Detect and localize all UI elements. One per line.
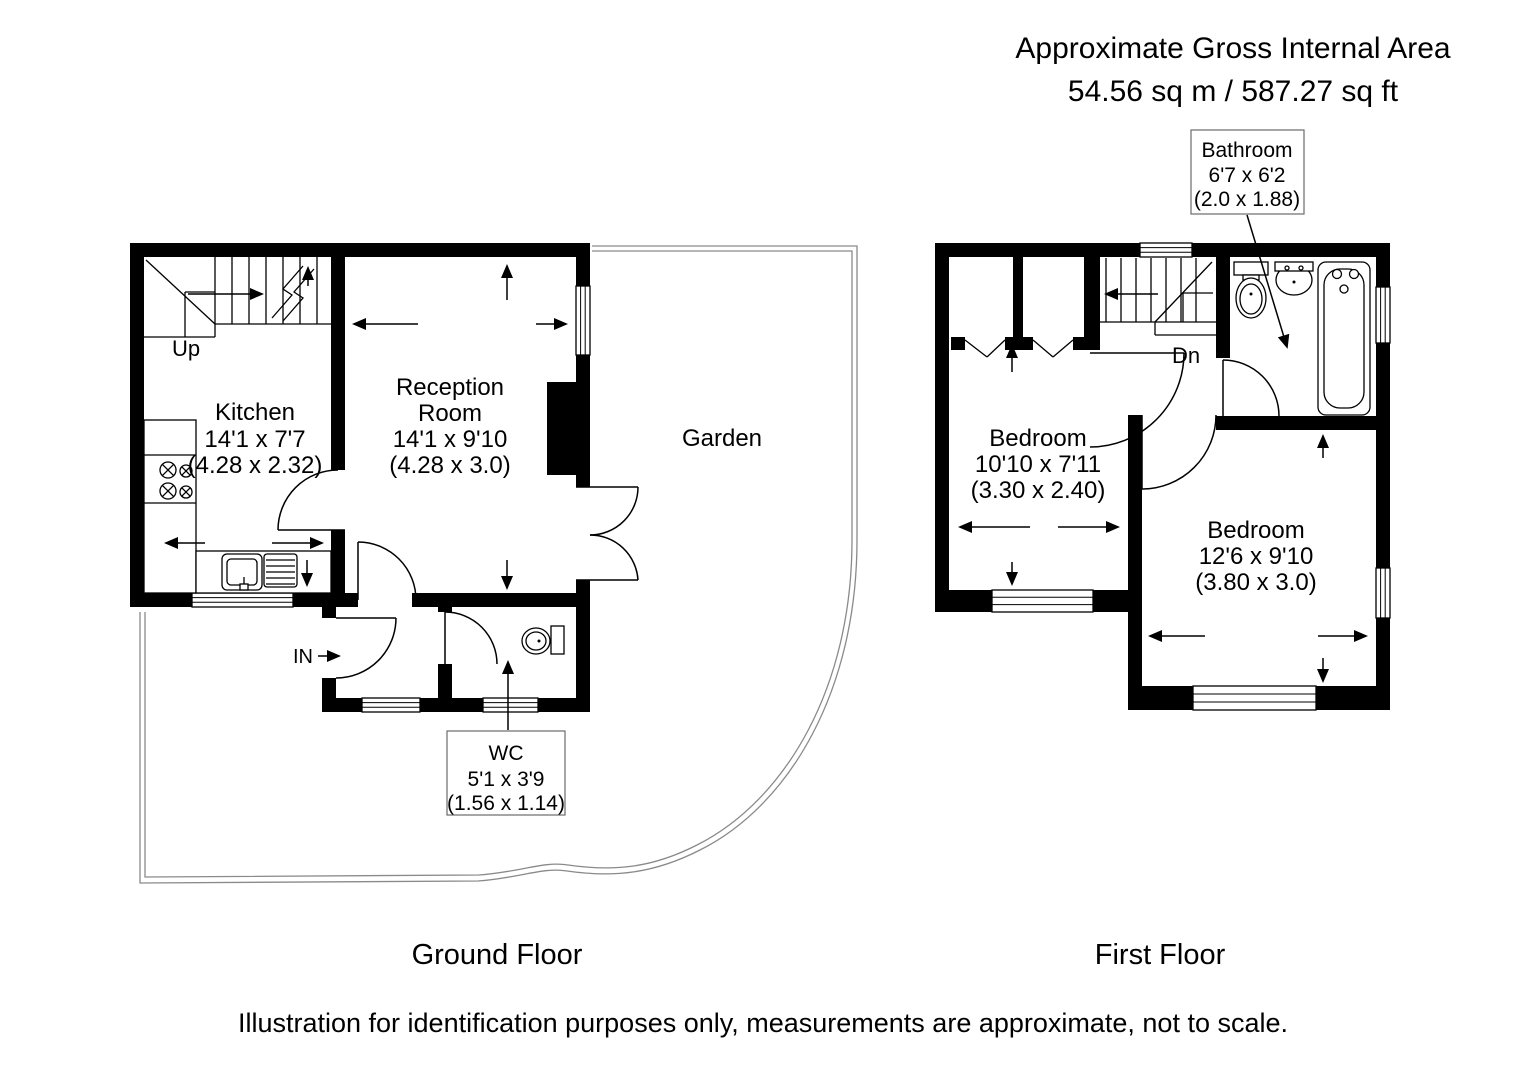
reception-name-line1: Reception bbox=[396, 374, 504, 401]
page-subtitle: 54.56 sq m / 587.27 sq ft bbox=[1068, 75, 1399, 108]
window-bedroom-rear-side bbox=[1375, 567, 1391, 619]
door-bedroom-front bbox=[1089, 352, 1185, 448]
toilet-icon-bathroom bbox=[1233, 261, 1269, 319]
wc-name: WC bbox=[489, 742, 524, 765]
reception-size-imperial: 14'1 x 9'10 bbox=[393, 426, 508, 453]
wc-callout: WC 5'1 x 3'9 (1.56 x 1.14) bbox=[446, 660, 566, 816]
kitchen-name: Kitchen bbox=[215, 399, 295, 426]
bedroom-front-size-imperial: 10'10 x 7'11 bbox=[975, 451, 1101, 478]
door-kitchen bbox=[277, 469, 345, 531]
window-bathroom bbox=[1375, 286, 1391, 344]
bedroom-rear-size-imperial: 12'6 x 9'10 bbox=[1199, 543, 1314, 570]
bathroom-callout: Bathroom 6'7 x 6'2 (2.0 x 1.88) bbox=[1190, 129, 1305, 349]
stair-break-line bbox=[271, 265, 304, 319]
bathroom-callout-box bbox=[1190, 129, 1305, 215]
closet-doors bbox=[964, 339, 1074, 358]
window-kitchen bbox=[191, 592, 294, 608]
window-bedroom-front bbox=[991, 589, 1094, 613]
bedroom-front-size-metric: (3.30 x 2.40) bbox=[971, 477, 1106, 504]
bedroom-front-name: Bedroom bbox=[989, 425, 1086, 452]
reception-name-line2: Room bbox=[418, 400, 482, 427]
ground-floor-walls bbox=[130, 243, 590, 712]
kitchen-size-imperial: 14'1 x 7'7 bbox=[204, 426, 305, 453]
bedroom-front-label: Bedroom 10'10 x 7'11 (3.30 x 2.40) bbox=[971, 425, 1106, 504]
header: Approximate Gross Internal Area 54.56 sq… bbox=[1015, 32, 1451, 108]
reception-label: Reception Room 14'1 x 9'10 (4.28 x 3.0) bbox=[389, 374, 510, 479]
first-floor-caption: First Floor bbox=[1095, 939, 1226, 971]
stairs-first: Dn bbox=[1100, 258, 1216, 368]
door-bathroom bbox=[1222, 359, 1280, 417]
entrance-annotation: IN bbox=[293, 646, 341, 668]
bathroom-size-metric: (2.0 x 1.88) bbox=[1194, 188, 1300, 211]
ground-floor-plan: Up bbox=[130, 243, 762, 816]
bedroom-rear-name: Bedroom bbox=[1207, 517, 1304, 544]
door-entrance bbox=[335, 617, 397, 679]
door-french-garden bbox=[576, 486, 639, 581]
reception-size-metric: (4.28 x 3.0) bbox=[389, 452, 510, 479]
bathroom-leader-line bbox=[1246, 214, 1290, 349]
door-reception-hall bbox=[357, 541, 417, 601]
garden-boundary-outer bbox=[139, 245, 858, 884]
garden-label: Garden bbox=[682, 425, 762, 452]
bedroom-rear-label: Bedroom 12'6 x 9'10 (3.80 x 3.0) bbox=[1195, 517, 1316, 596]
kitchen-size-metric: (4.28 x 2.32) bbox=[188, 452, 323, 479]
stairs-down-label: Dn bbox=[1172, 343, 1200, 368]
bedroom-rear-size-metric: (3.80 x 3.0) bbox=[1195, 569, 1316, 596]
first-floor-plan: Dn bbox=[935, 129, 1391, 711]
kitchen-label: Kitchen 14'1 x 7'7 (4.28 x 2.32) bbox=[188, 399, 323, 479]
stairs-ground: Up bbox=[144, 257, 331, 361]
disclaimer-text: Illustration for identification purposes… bbox=[238, 1008, 1288, 1038]
stairs-up-label: Up bbox=[172, 336, 200, 361]
door-wc bbox=[444, 611, 498, 665]
garden-boundary-inner bbox=[144, 250, 853, 878]
door-bedroom-rear bbox=[1141, 414, 1217, 490]
wc-size-imperial: 5'1 x 3'9 bbox=[468, 768, 545, 791]
bathtub-icon bbox=[1317, 261, 1371, 416]
page-title: Approximate Gross Internal Area bbox=[1015, 32, 1451, 65]
sink-icon bbox=[221, 553, 298, 591]
wc-size-metric: (1.56 x 1.14) bbox=[447, 792, 565, 815]
window-bedroom-rear-bottom bbox=[1192, 685, 1317, 711]
window-stairs-top bbox=[1139, 242, 1193, 258]
entrance-label: IN bbox=[293, 646, 313, 668]
bathroom-name: Bathroom bbox=[1201, 139, 1292, 162]
window-hallway bbox=[361, 697, 421, 713]
hob-icon bbox=[159, 461, 193, 500]
wc-callout-box bbox=[446, 730, 566, 816]
window-reception bbox=[575, 285, 591, 356]
garden-boundary bbox=[139, 245, 858, 884]
window-wc bbox=[482, 697, 539, 713]
toilet-icon-wc bbox=[521, 625, 565, 655]
basin-icon bbox=[1274, 261, 1314, 296]
bathroom-size-imperial: 6'7 x 6'2 bbox=[1209, 164, 1286, 187]
ground-floor-caption: Ground Floor bbox=[412, 939, 583, 971]
stair-break-line bbox=[282, 268, 315, 322]
